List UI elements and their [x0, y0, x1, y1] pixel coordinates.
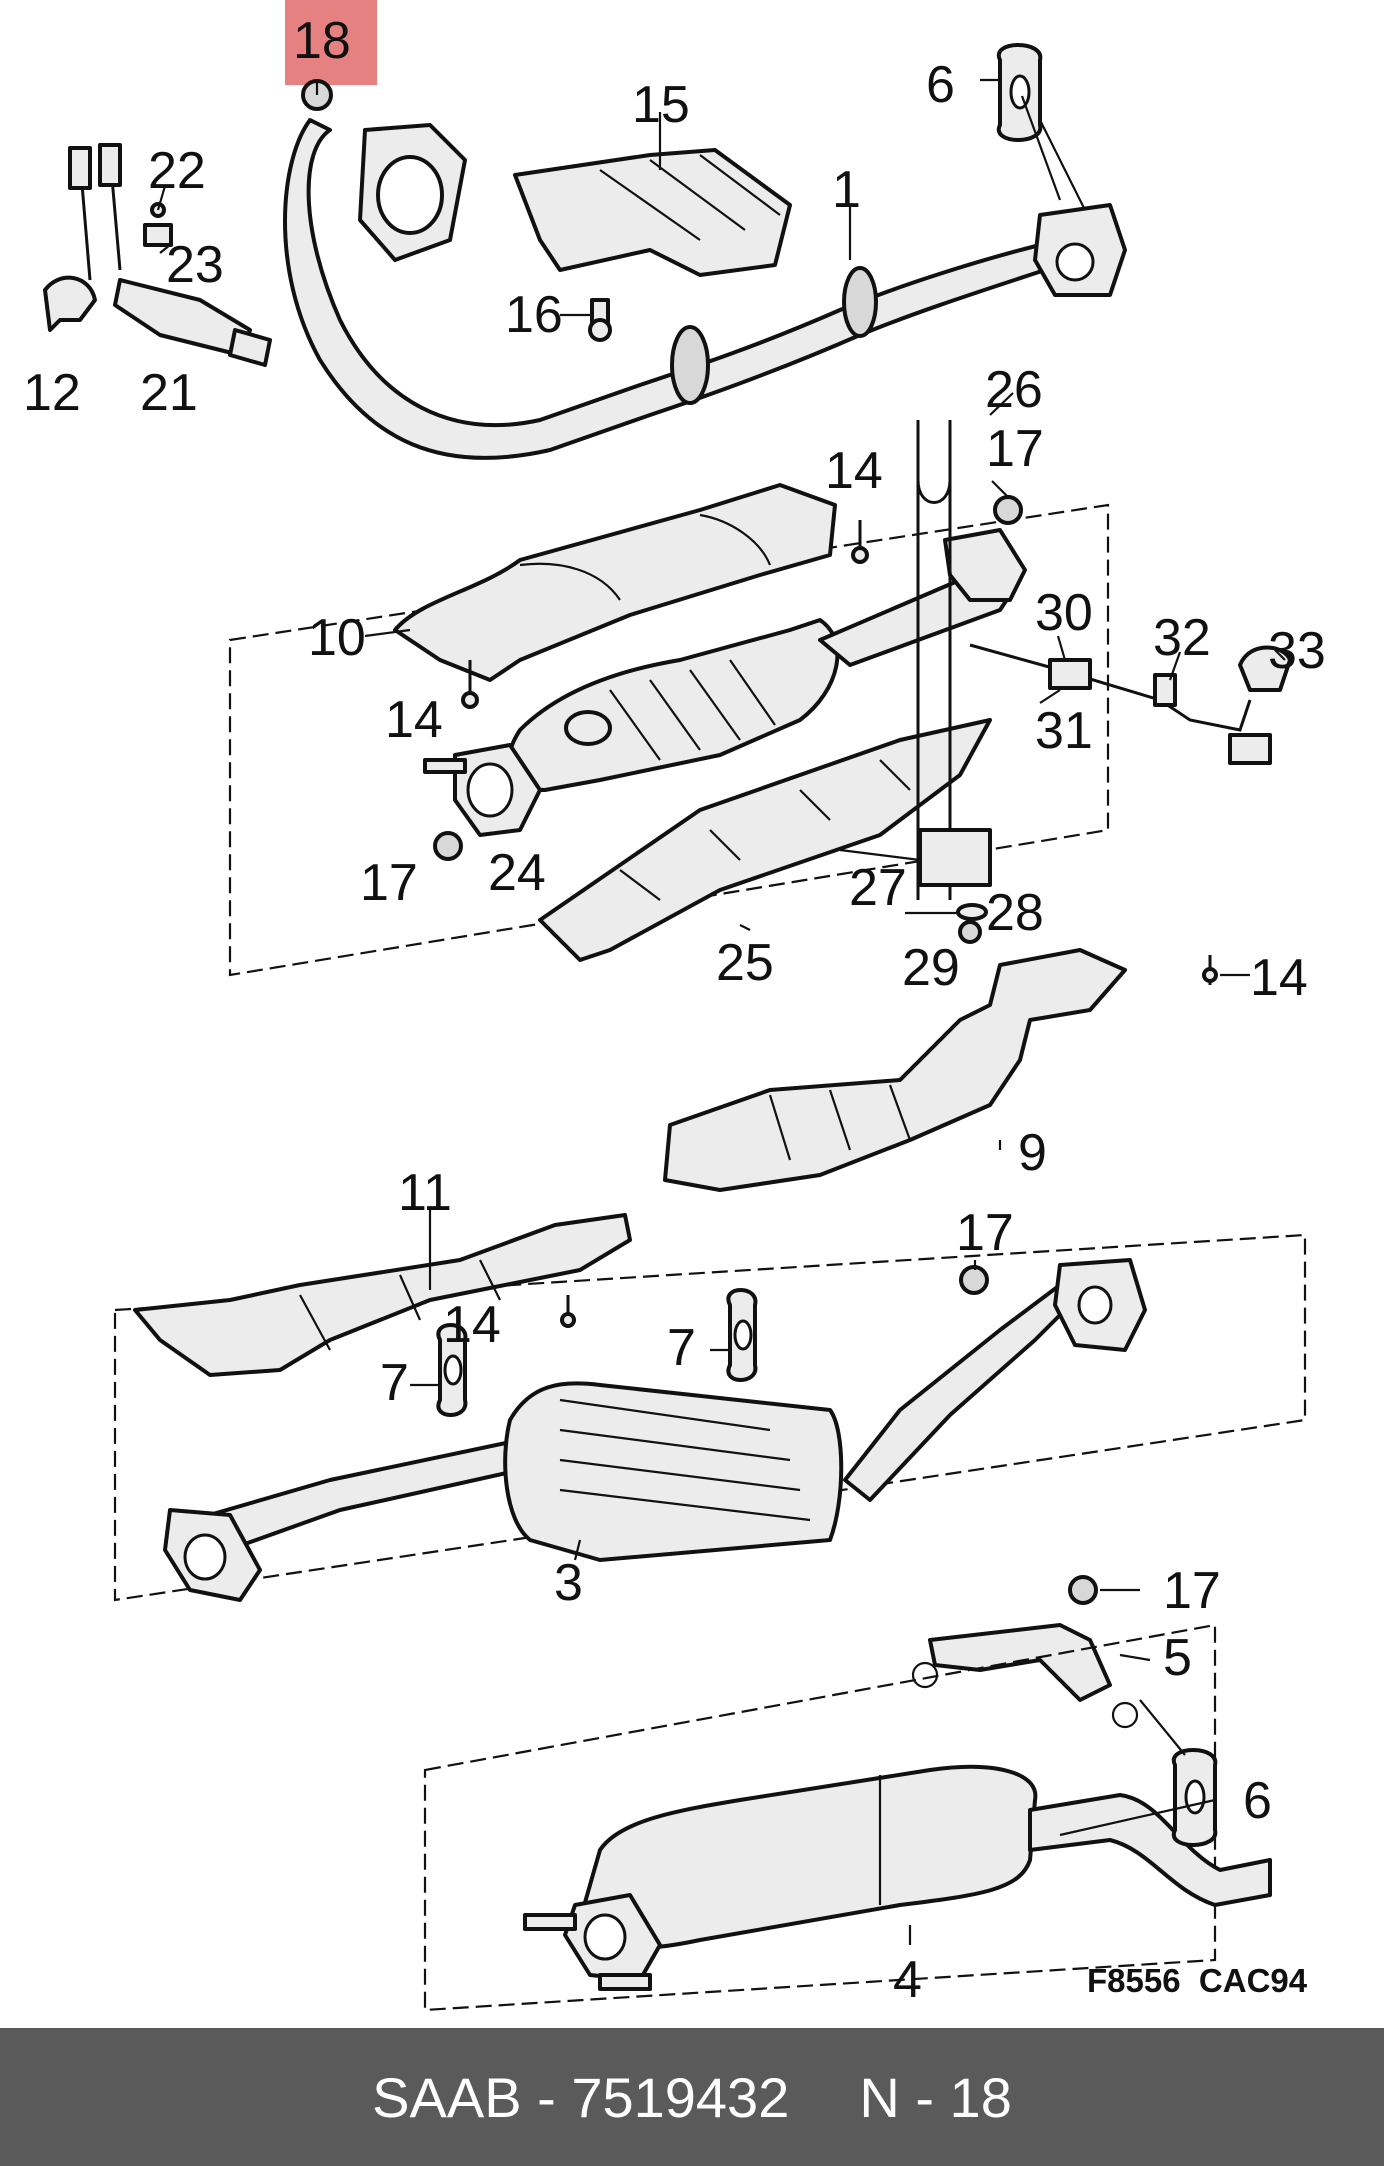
drawing-code: F8556 CAC94 [1087, 1962, 1308, 1999]
callout-label: 18 [293, 12, 351, 70]
flange-24 [423, 743, 542, 837]
hanger-6 [996, 43, 1043, 142]
nut-29 [958, 920, 982, 944]
callout-label: 17 [1163, 1562, 1221, 1620]
brand-part-number: SAAB - 7519432 [372, 2065, 790, 2129]
callout-label: 30 [1035, 584, 1093, 642]
washer-28 [956, 903, 988, 921]
middle-muffler-3 [163, 1258, 1147, 1602]
callout-label: 14 [385, 691, 443, 749]
callout-label: 17 [360, 854, 418, 912]
callout-label: 11 [398, 1164, 452, 1222]
callout-label: 10 [308, 609, 366, 667]
heat-shield-25 [538, 718, 992, 962]
callout-label: 32 [1153, 609, 1211, 667]
heat-shield-11 [133, 1213, 632, 1377]
callout-label: 7 [380, 1354, 409, 1412]
callout-label: 5 [1163, 1629, 1192, 1687]
callout-highlight [285, 0, 377, 85]
callout-label: 27 [849, 859, 907, 917]
callout-label: 6 [1243, 1772, 1272, 1830]
callout-label: 23 [166, 236, 224, 294]
callout-label: 33 [1268, 622, 1326, 680]
screw-22-23 [143, 202, 173, 247]
rear-region-outline [423, 1623, 1217, 2012]
nut-17 [993, 495, 1023, 525]
callout-label: 17 [956, 1204, 1014, 1262]
footer-bar: SAAB - 7519432 N - 18 [0, 2028, 1384, 2166]
position-number: N - 18 [859, 2065, 1012, 2129]
callout-label: 24 [488, 844, 546, 902]
catalytic-converter [506, 528, 1027, 792]
callout-label: 6 [926, 56, 955, 114]
nut-17 [959, 1265, 989, 1295]
callout-label: 15 [632, 76, 690, 134]
bolt-14 [461, 520, 1218, 1328]
callout-label: 14 [825, 442, 883, 500]
oxygen-sensor-21 [68, 143, 272, 367]
callout-label: 4 [893, 1951, 922, 2009]
callout-label: 21 [140, 364, 198, 422]
callout-label: 1 [832, 161, 861, 219]
callout-label: 17 [986, 420, 1044, 478]
callout-label: 7 [667, 1319, 696, 1377]
callout-label: 16 [505, 286, 563, 344]
callout-label: 3 [554, 1554, 583, 1612]
leader-lines [156, 78, 1286, 1945]
exhaust-system-diagram: 18 15 6 1 22 23 16 12 21 26 17 14 10 30 … [23, 0, 1326, 2012]
hanger-7 [726, 1288, 758, 1382]
bracket-27 [918, 828, 992, 887]
callout-label: 28 [986, 884, 1044, 942]
clip-12 [43, 275, 97, 332]
catalytic-region-outline [228, 503, 1110, 977]
hanger-6 [1171, 1748, 1218, 1847]
sensor-30-33 [969, 643, 1292, 765]
front-pipe-1 [283, 118, 1127, 460]
heat-shield-15 [513, 148, 792, 277]
middle-region-outline [113, 1233, 1307, 1602]
callout-label: 26 [985, 361, 1043, 419]
callout-label: 14 [1250, 949, 1308, 1007]
heat-shield-9 [663, 948, 1127, 1192]
callout-label: 12 [23, 364, 81, 422]
hanger-7 [436, 1323, 468, 1417]
callout-label: 9 [1018, 1124, 1047, 1182]
callout-label: 25 [716, 934, 774, 992]
callout-label: 31 [1035, 702, 1093, 760]
callout-label: 29 [902, 939, 960, 997]
callout-label: 14 [443, 1296, 501, 1354]
callout-label: 22 [148, 142, 206, 200]
bracket-5 [911, 1623, 1139, 1729]
nut-17 [433, 831, 463, 861]
heat-shield-10 [393, 483, 837, 682]
bolt-16 [588, 298, 612, 342]
rear-muffler-4 [523, 1764, 1272, 1991]
nut-17 [1068, 1575, 1098, 1605]
